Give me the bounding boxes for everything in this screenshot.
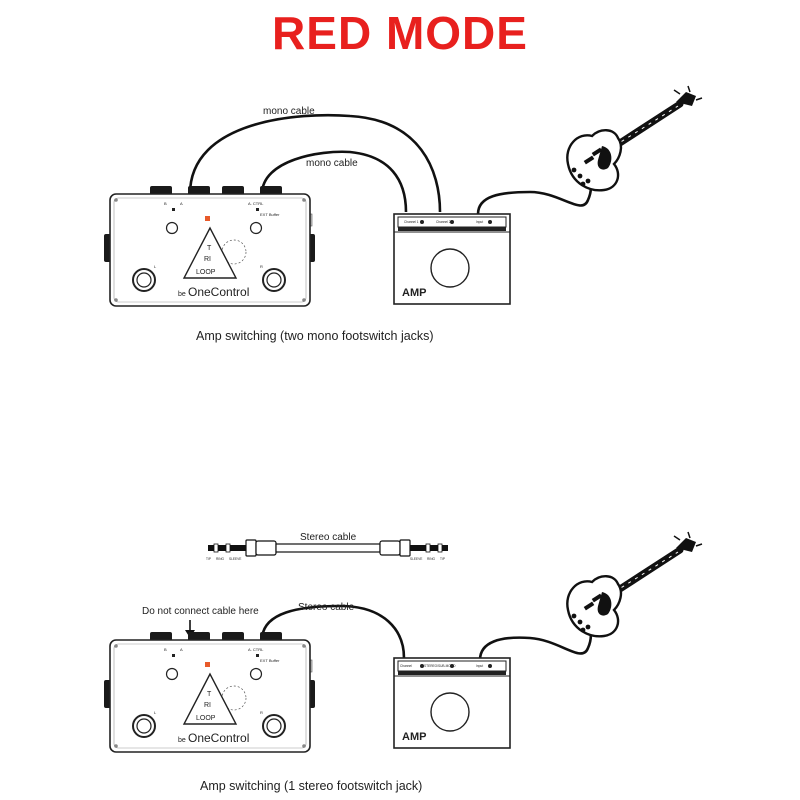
stereo-sleeve-left: SLEEVE [229, 557, 241, 561]
top-diagram: mono cable mono cable B A A. CTRL EXT Bu… [103, 86, 702, 343]
brand-prefix-bottom: be [178, 737, 186, 744]
footswitch-label-r: R [260, 264, 263, 269]
jack-label-b-bottom: B [164, 647, 167, 652]
tri-loop-pedal: B A A. CTRL EXT Buffer T RI LOOP L R be … [103, 185, 316, 307]
logo-letters-ri-bottom: RI [204, 702, 211, 709]
ext-buffer-label: EXT Buffer [260, 212, 280, 217]
amp-jack-label-2-bottom: STEREO/SUB-MONO [424, 664, 456, 668]
tri-loop-pedal-bottom: B A A. CTRL EXT Buffer T RI LOOP L R be … [103, 631, 316, 753]
amp-jack-label-2: Channel 2 [436, 220, 451, 224]
brand-name-bottom: OneControl [188, 731, 249, 745]
amp-label: AMP [402, 287, 426, 299]
footswitch-label-l-bottom: L [154, 710, 157, 715]
stereo-sleeve-right: SLEEVE [410, 557, 422, 561]
stereo-cable-label: Stereo cable [298, 602, 355, 613]
amp-bottom: Channel STEREO/SUB-MONO Input AMP [393, 657, 511, 749]
brand-name: OneControl [188, 285, 249, 299]
logo-letters-ri: RI [204, 256, 211, 263]
stereo-cable-illustration-label: Stereo cable [300, 532, 357, 543]
amp-jack-label-3: Input [476, 220, 483, 224]
stereo-cable [260, 604, 406, 659]
logo-letter-t-bottom: T [207, 691, 212, 698]
ext-buffer-label-bottom: EXT Buffer [260, 658, 280, 663]
jack-label-a-ctrl: A. CTRL [248, 201, 264, 206]
jack-label-a: A [180, 201, 183, 206]
top-caption: Amp switching (two mono footswitch jacks… [196, 329, 434, 343]
amp: Channel 1 Channel 2 Input AMP [393, 213, 511, 305]
footswitch-label-l: L [154, 264, 157, 269]
amp-jack-label-3-bottom: Input [476, 664, 483, 668]
logo-letters-loop-bottom: LOOP [196, 715, 216, 722]
stereo-ring-right: RING [427, 557, 435, 561]
guitar-icon [567, 86, 702, 190]
stereo-ring-left: RING [216, 557, 224, 561]
stereo-tip-right: TIP [440, 557, 445, 561]
mono-cable-inner [260, 150, 408, 213]
footswitch-label-r-bottom: R [260, 710, 263, 715]
logo-letters-loop: LOOP [196, 269, 216, 276]
amp-jack-label-1: Channel 1 [404, 220, 419, 224]
amp-jack-label-1-bottom: Channel [400, 664, 412, 668]
logo-letter-t: T [207, 245, 212, 252]
stereo-cable-illustration: TIP RING SLEEVE SLEEVE RING TIP [206, 539, 448, 561]
jack-label-a-ctrl-bottom: A. CTRL [248, 647, 264, 652]
page-title: RED MODE [272, 7, 528, 59]
jack-label-a-bottom: A [180, 647, 183, 652]
warning-label: Do not connect cable here [142, 606, 259, 617]
brand-prefix: be [178, 291, 186, 298]
bottom-diagram: TIP RING SLEEVE SLEEVE RING TIP Stereo c… [103, 532, 702, 793]
mono-cable-outer [188, 113, 442, 213]
mono-cable-label-outer: mono cable [263, 106, 315, 117]
guitar-icon-bottom [567, 532, 702, 636]
bottom-caption: Amp switching (1 stereo footswitch jack) [200, 779, 422, 793]
stereo-tip-left: TIP [206, 557, 211, 561]
mono-cable-label-inner: mono cable [306, 158, 358, 169]
amp-label-bottom: AMP [402, 731, 426, 743]
jack-label-b: B [164, 201, 167, 206]
